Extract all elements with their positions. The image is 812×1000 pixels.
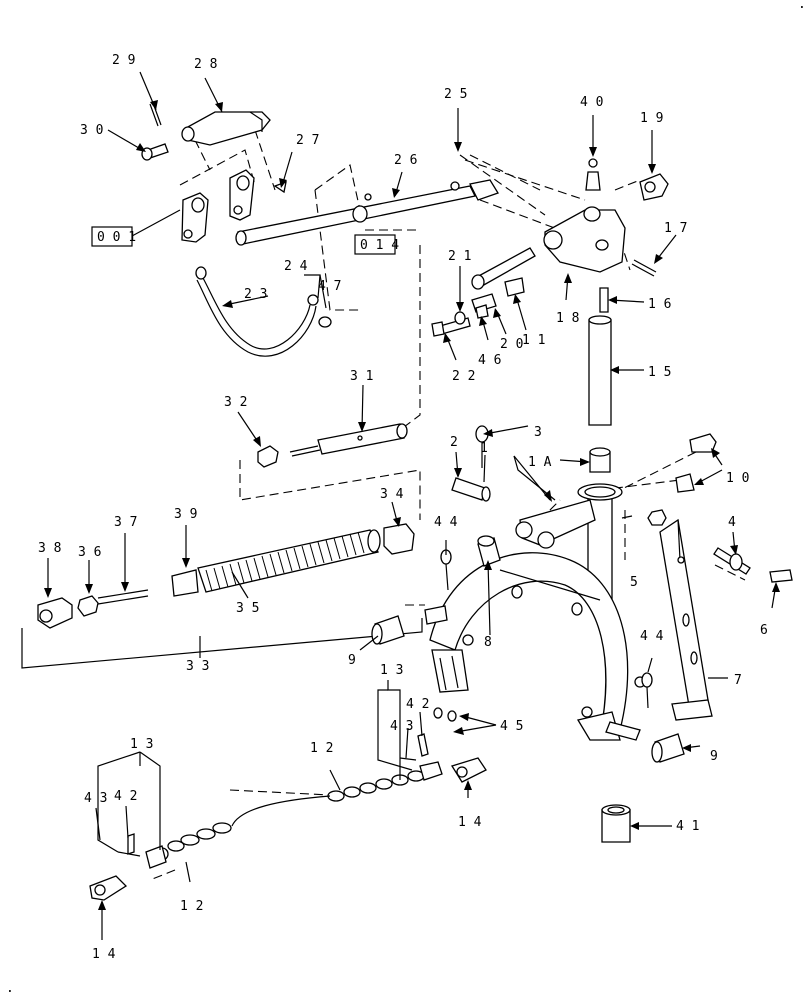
callout-24: 2 4	[284, 259, 308, 274]
callout-14-left: 1 4	[92, 947, 116, 962]
callout-11: 1 1	[522, 333, 545, 348]
callout-35: 3 5	[236, 601, 259, 616]
callout-46: 4 6	[478, 353, 501, 368]
callout-42-right: 4 2	[406, 697, 429, 712]
callout-8: 8	[484, 635, 492, 650]
callout-40: 4 0	[580, 95, 603, 110]
callout-47: 4 7	[318, 279, 341, 294]
callout-labels: 2 9 2 8 3 0 2 7 2 6 2 5 4 0 1 9 1 7 1 6 …	[38, 53, 768, 962]
bracket-assembly-001	[141, 102, 499, 246]
callout-30: 3 0	[80, 123, 103, 138]
lever-assembly	[431, 247, 536, 337]
callout-32: 3 2	[224, 395, 247, 410]
callout-43-right: 4 3	[390, 719, 413, 734]
callout-9-left: 9	[348, 653, 356, 668]
callout-5: 5	[630, 575, 638, 590]
callout-28: 2 8	[194, 57, 217, 72]
hose-assembly	[195, 266, 332, 357]
callout-39: 3 9	[174, 507, 197, 522]
chain-assembly	[89, 733, 487, 901]
callout-38: 3 8	[38, 541, 61, 556]
callout-20: 2 0	[500, 337, 523, 352]
callout-25: 2 5	[444, 87, 467, 102]
callout-16: 1 6	[648, 297, 671, 312]
callout-29: 2 9	[112, 53, 135, 68]
callout-12-lower: 1 2	[180, 899, 203, 914]
reference-box-014: 0 1 4	[354, 234, 399, 255]
leader-lines	[44, 71, 780, 940]
callout-43-left: 4 3	[84, 791, 107, 806]
callout-6: 6	[760, 623, 768, 638]
callout-3: 3	[534, 425, 542, 440]
corner-mark-top-right: .	[798, 0, 806, 12]
corner-mark-bottom-left: .	[6, 981, 14, 996]
callout-13-left: 1 3	[130, 737, 153, 752]
ref-box-014-label: 0 1 4	[360, 238, 399, 253]
reference-box-001: 0 0 1	[91, 209, 181, 247]
callout-14-right: 1 4	[458, 815, 482, 830]
callout-26: 2 6	[394, 153, 417, 168]
callout-13-right: 1 3	[380, 663, 403, 678]
callout-45: 4 5	[500, 719, 523, 734]
callout-19: 1 9	[640, 111, 663, 126]
callout-33: 3 3	[186, 659, 209, 674]
main-frame	[424, 483, 646, 741]
callout-9-right: 9	[710, 749, 718, 764]
callout-36: 3 6	[78, 545, 101, 560]
callout-22: 2 2	[452, 369, 475, 384]
callout-4: 4	[728, 515, 736, 530]
callout-23: 2 3	[244, 287, 267, 302]
callout-7: 7	[734, 673, 742, 688]
bracket-7-assembly	[647, 433, 793, 721]
callout-18: 1 8	[556, 311, 579, 326]
small-parts	[371, 425, 685, 843]
callout-41: 4 1	[676, 819, 699, 834]
callout-44-upper: 4 4	[434, 515, 458, 530]
callout-17: 1 7	[664, 221, 687, 236]
callout-1A: 1 A	[528, 455, 552, 470]
shaft-31	[257, 423, 408, 468]
callout-44-lower: 4 4	[640, 629, 664, 644]
callout-42-left: 4 2	[114, 789, 137, 804]
callout-15: 1 5	[648, 365, 671, 380]
callout-12-upper: 1 2	[310, 741, 333, 756]
callout-10: 1 0	[726, 471, 749, 486]
callout-1: 1	[480, 441, 488, 456]
callout-37: 3 7	[114, 515, 137, 530]
callout-31: 3 1	[350, 369, 373, 384]
callout-21: 2 1	[448, 249, 471, 264]
spring-assembly-33	[21, 523, 423, 669]
callout-2: 2	[450, 435, 458, 450]
ref-box-001-label: 0 0 1	[97, 230, 136, 245]
callout-27: 2 7	[296, 133, 319, 148]
callout-34: 3 4	[380, 487, 404, 502]
column-assembly	[543, 158, 669, 473]
